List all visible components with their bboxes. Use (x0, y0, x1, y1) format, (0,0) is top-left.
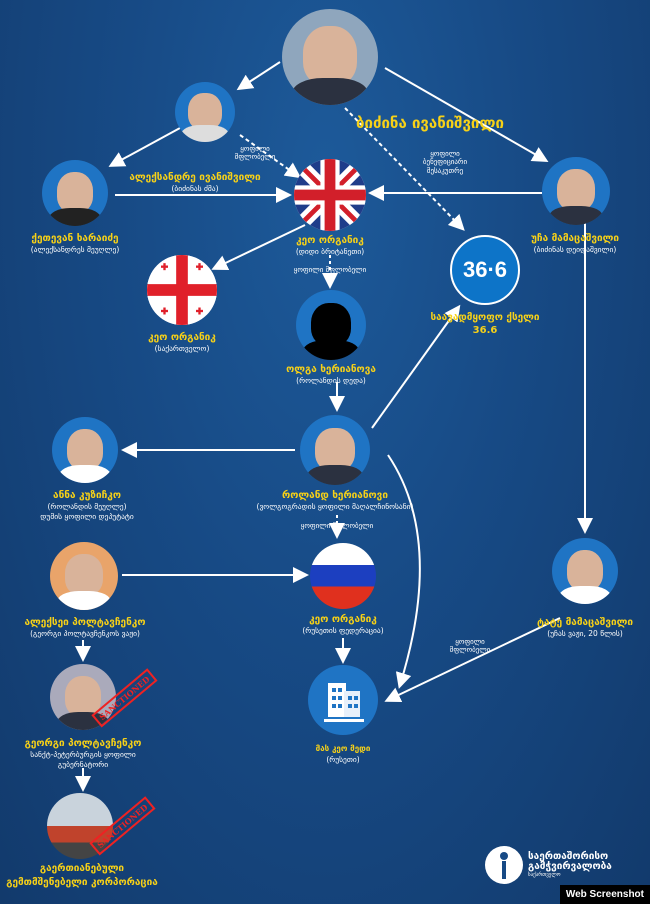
bidzina-name: ბიძინა ივანიშვილი (356, 114, 504, 132)
ge-org-name: კეო ორგანიკ (148, 332, 216, 343)
mas-role: (რუსეთი) (326, 755, 360, 764)
ketevan-kharaidze-photo (42, 160, 108, 226)
ru-org-role: (რუსეთის ფედერაცია) (302, 626, 384, 635)
shipbuilding-corporation-photo (47, 793, 113, 859)
georgia-flag-icon (147, 255, 217, 325)
edge-label-former-owner-roland: ყოფილი მფლობელი (300, 522, 374, 530)
uk-org-role: (დიდი ბრიტანეთი) (295, 247, 365, 256)
ketevan-name: ქეთევან ხარაიძე (31, 233, 119, 244)
transparency-international-logo: საერთაშორისო გამჭვირვალობა საქართველო (485, 846, 612, 884)
mas-keo-medi-building-icon (308, 665, 378, 735)
uk-flag-icon (294, 159, 366, 231)
olga-role: (როლანდის დედა) (296, 376, 366, 385)
edge-label-former-owner-uk: ყოფილი მფლობელი (293, 266, 367, 274)
anna-role-2: დუმის ყოფილი დეპუტატი (40, 512, 134, 521)
edge-text: ყოფილი (430, 150, 460, 158)
georgi-role-2: გუბერნატორი (57, 760, 109, 769)
clinic-36-6-logo: 36·6 (450, 235, 520, 305)
russia-flag-icon (310, 543, 376, 609)
roland-role: (ვოლგოგრადის ყოფილი მაღალჩინოსანი) (256, 502, 414, 511)
edge-text: ბენეფიციარი (422, 158, 468, 167)
anna-kuzichko-photo (52, 417, 118, 483)
tate-name: ტატე მამაცაშვილი (537, 617, 633, 628)
anna-role: (როლანდის მეუღლე) (47, 502, 127, 511)
aleksandre-name: ალექსანდრე ივანიშვილი (129, 172, 261, 183)
logo-line-1: საერთაშორისო (528, 850, 609, 862)
bidzina-ivanishvili-photo (282, 9, 378, 105)
ucha-role: (ბიძინას დეიდაშვილი) (533, 245, 617, 254)
aleksey-name: ალექსეი პოლტავჩენკო (24, 617, 146, 628)
olga-name: ოლგა ხერიანოვა (286, 364, 376, 375)
anna-name: ანნა კუზიჩკო (53, 490, 121, 501)
logo-line-3: საქართველო (528, 871, 561, 878)
mas-name: მას კეო მედი (315, 744, 371, 753)
edge-text: მფლობელი (449, 646, 491, 655)
tate-mamatsashvili-photo (552, 538, 618, 604)
aleksey-poltavchenko-photo (50, 542, 118, 610)
aleksey-role: (გეორგი პოლტავჩენკოს ვაჟი) (30, 629, 140, 638)
georgi-role: სანქტ-პეტერბურგის ყოფილი (30, 750, 136, 759)
edge-text: მფლობელი (234, 153, 276, 162)
ru-org-name: კეო ორგანიკ (309, 614, 377, 625)
olga-kherianova-silhouette (296, 290, 366, 360)
ucha-name: უჩა მამაცაშვილი (531, 233, 619, 244)
georgi-name: გეორგი პოლტავჩენკო (24, 738, 142, 749)
corp-name: გაერთიანებული (39, 863, 125, 874)
aleksandre-ivanishvili-photo (175, 82, 235, 142)
tate-role: (უჩას ვაჟი, 20 წლის) (547, 629, 623, 638)
corp-name-2: გემთმშენებელი კორპორაცია (6, 877, 158, 888)
edge-text: მესაკუთრე (426, 166, 464, 175)
edge-text: ყოფილი (455, 638, 485, 646)
roland-kherianov-photo (300, 415, 370, 485)
uk-org-name: კეო ორგანიკ (296, 235, 364, 246)
clinic-name-number: 36.6 (472, 325, 498, 336)
ti-logo-icon (485, 846, 523, 884)
clinic-name: საავადმყოფო ქსელი (430, 312, 540, 323)
ge-org-role: (საქართველო) (154, 344, 210, 353)
edge-text: ყოფილი (240, 145, 270, 153)
aleksandre-role: (ბიძინას ძმა) (171, 184, 219, 193)
ketevan-role: (ალექსანდრეს მეუღლე) (30, 245, 120, 254)
logo-line-2: გამჭვირვალობა (528, 861, 612, 873)
ucha-mamatsashvili-photo (542, 157, 610, 225)
roland-name: როლანდ ხერიანოვი (282, 490, 388, 501)
clinic-logo-text: 36·6 (462, 257, 508, 282)
web-screenshot-watermark: Web Screenshot (559, 885, 650, 904)
georgi-poltavchenko-photo (50, 664, 116, 730)
